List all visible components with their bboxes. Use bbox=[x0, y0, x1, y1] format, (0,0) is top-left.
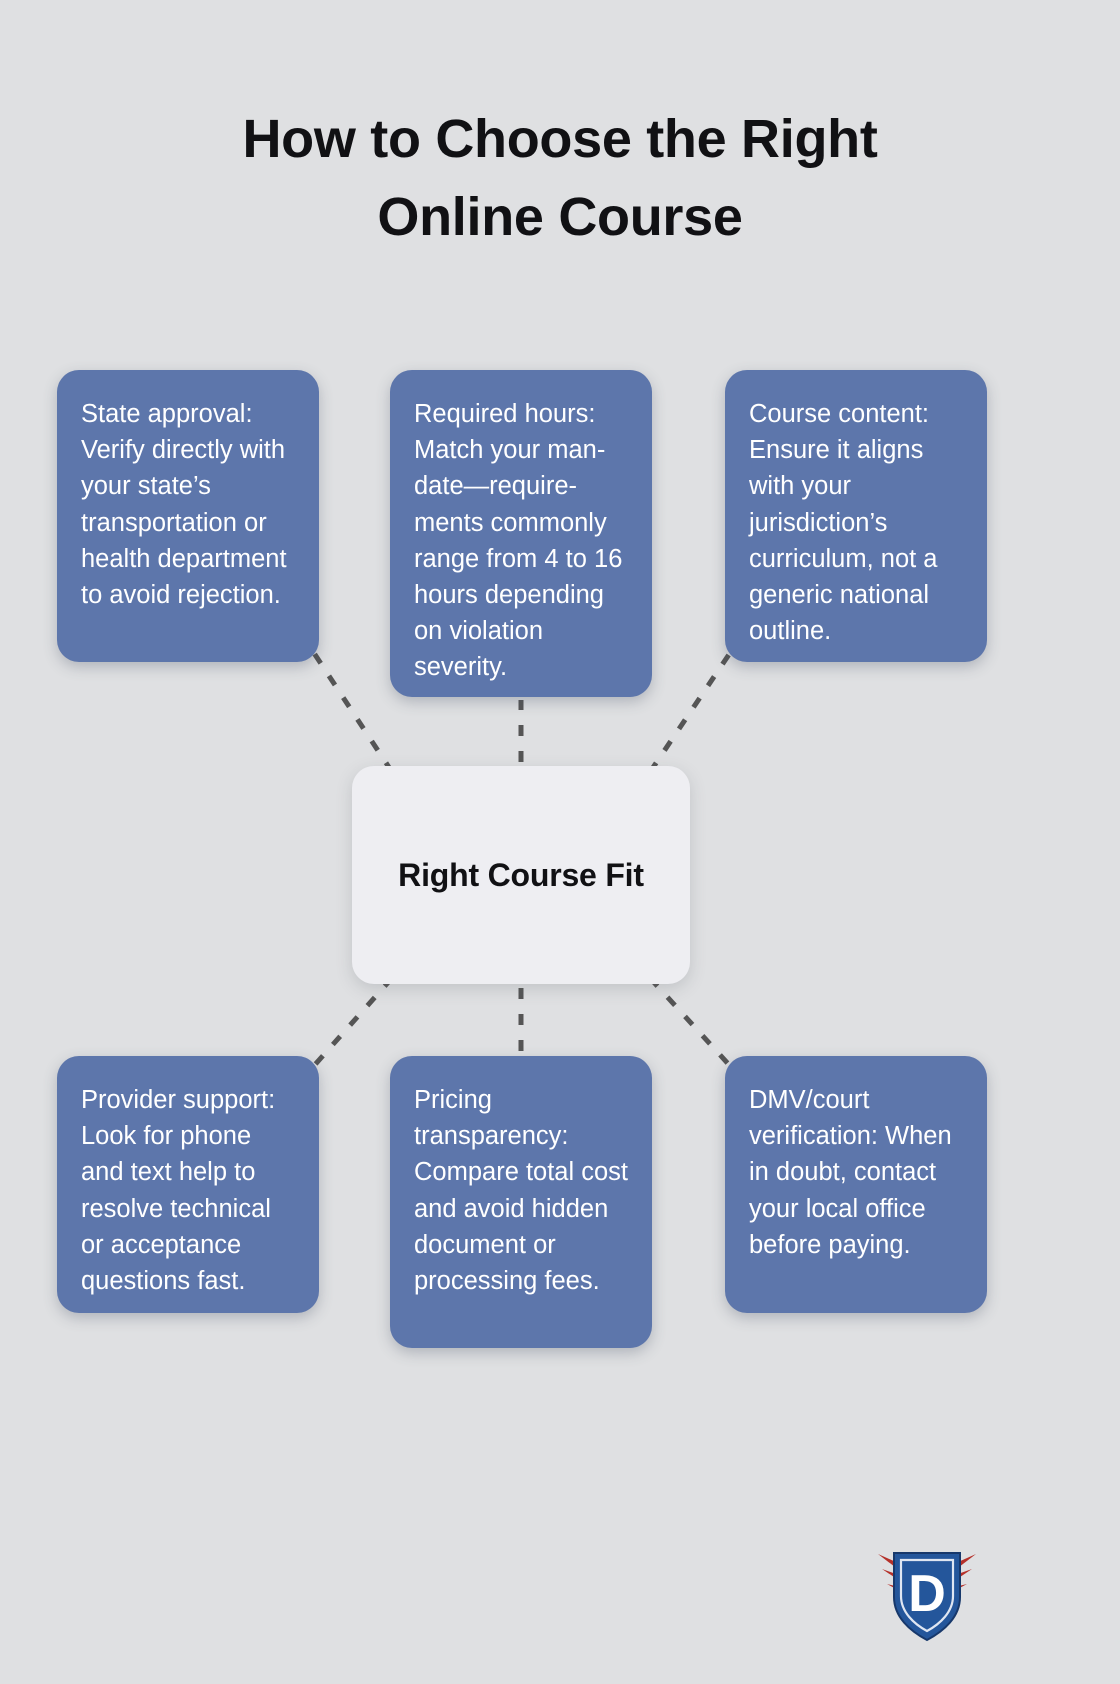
connector-top-right bbox=[647, 648, 735, 774]
card-course-content-text: Course content: Ensure it aligns with yo… bbox=[749, 400, 938, 646]
card-provider-support-text: Provider support: Look for phone and tex… bbox=[81, 1086, 276, 1296]
center-hub-node[interactable]: Right Course Fit bbox=[352, 766, 690, 984]
card-state-approval-text: State approval: Verify directly with you… bbox=[81, 400, 287, 610]
card-provider-support[interactable]: Provider support: Look for phone and tex… bbox=[57, 1056, 319, 1313]
logo-letter: D bbox=[908, 1565, 946, 1623]
card-course-content[interactable]: Course content: Ensure it aligns with yo… bbox=[725, 370, 987, 662]
connector-bottom-left bbox=[310, 976, 394, 1070]
shield-wings-logo: D bbox=[878, 1552, 976, 1642]
page-title: How to Choose the Right Online Course bbox=[242, 109, 878, 248]
card-dmv-court-verification[interactable]: DMV/court verification: When in doubt, c… bbox=[725, 1056, 987, 1313]
center-hub-label: Right Course Fit bbox=[398, 856, 644, 893]
connector-bottom-right bbox=[648, 976, 734, 1070]
card-required-hours[interactable]: Required hours: Match your man-date—requ… bbox=[390, 370, 652, 697]
connector-top-left bbox=[309, 648, 395, 774]
logo-shield-inner-outline bbox=[899, 1558, 955, 1633]
card-pricing-transparency[interactable]: Pricing transparency: Compare total cost… bbox=[390, 1056, 652, 1348]
card-dmv-court-verification-text: DMV/court verification: When in doubt, c… bbox=[749, 1086, 952, 1259]
card-pricing-transparency-text: Pricing transparency: Compare total cost… bbox=[414, 1086, 629, 1296]
card-required-hours-text: Required hours: Match your man-date—requ… bbox=[414, 400, 623, 682]
card-state-approval[interactable]: State approval: Verify directly with you… bbox=[57, 370, 319, 662]
